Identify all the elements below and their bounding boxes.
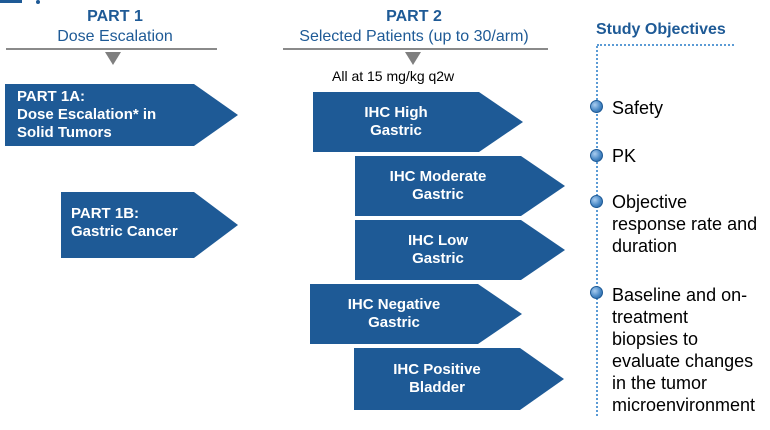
arrow-label: Gastric: [412, 186, 464, 203]
arrow-label: Gastric: [368, 314, 420, 331]
part2-caret-icon: [405, 52, 421, 65]
part1-header: PART 1 Dose Escalation: [30, 7, 200, 47]
arrow-label: Gastric: [370, 122, 422, 139]
part1b-arrow: PART 1B: Gastric Cancer: [61, 192, 238, 258]
arrow-label: IHC High: [364, 104, 428, 121]
bullet-icon: [590, 149, 603, 162]
arrow-label: PART 1A:: [17, 88, 86, 105]
objectives-divider: [597, 44, 734, 46]
ihc-high-gastric-arrow: IHC High Gastric: [313, 92, 523, 152]
part1-subtitle: Dose Escalation: [57, 28, 173, 45]
bullet-icon: [590, 195, 603, 208]
objectives-timeline: [596, 46, 598, 416]
objective-item: Objective response rate and duration: [612, 192, 758, 256]
part2-title: PART 2: [386, 8, 442, 25]
arrow-label: Solid Tumors: [17, 124, 112, 141]
arrow-label: IHC Negative: [347, 296, 441, 313]
objective-item: Baseline and on- treatment biopsies to e…: [612, 285, 756, 415]
arrow-label: Bladder: [409, 379, 465, 396]
part1a-arrow: PART 1A: Dose Escalation* in Solid Tumor…: [5, 84, 238, 146]
bullet-icon: [590, 286, 603, 299]
part2-header: PART 2 Selected Patients (up to 30/arm): [280, 7, 548, 47]
corner-mark: [0, 0, 40, 4]
arrow-label: IHC Positive: [393, 361, 481, 378]
dose-note: All at 15 mg/kg q2w: [332, 68, 455, 84]
part1-caret-icon: [105, 52, 121, 65]
part1-title: PART 1: [87, 8, 143, 25]
objective-item: Safety: [612, 98, 664, 118]
arrow-label: IHC Low: [408, 232, 468, 249]
objectives-title: Study Objectives: [596, 21, 726, 38]
part2-subtitle: Selected Patients (up to 30/arm): [299, 28, 529, 45]
arrow-label: IHC Moderate: [389, 168, 487, 185]
arrow-label: Dose Escalation* in: [17, 106, 157, 123]
ihc-positive-bladder-arrow: IHC Positive Bladder: [354, 348, 564, 410]
part1-divider: [6, 48, 217, 50]
arrow-label: PART 1B:: [71, 205, 140, 222]
ihc-low-gastric-arrow: IHC Low Gastric: [355, 220, 565, 280]
arrow-label: Gastric Cancer: [71, 223, 178, 240]
part2-divider: [283, 48, 548, 50]
ihc-moderate-gastric-arrow: IHC Moderate Gastric: [355, 156, 565, 216]
ihc-negative-gastric-arrow: IHC Negative Gastric: [310, 284, 522, 344]
objective-item: PK: [612, 146, 637, 166]
arrow-label: Gastric: [412, 250, 464, 267]
bullet-icon: [590, 100, 603, 113]
